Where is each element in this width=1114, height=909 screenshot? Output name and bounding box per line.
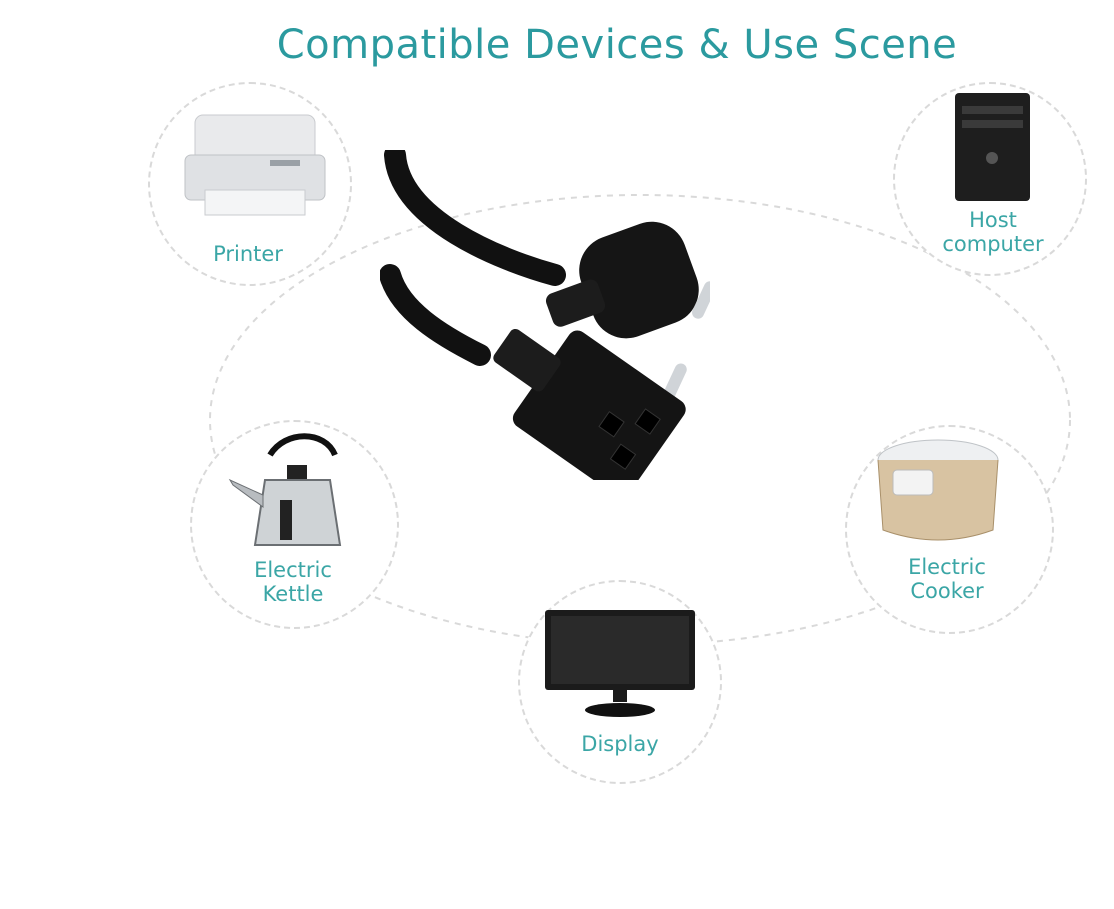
page-title: Compatible Devices & Use Scene (276, 22, 958, 68)
printer-icon (184, 114, 326, 216)
host-computer-label-line2: computer (942, 232, 1044, 256)
electric-cooker-label-line1: Electric (908, 555, 986, 579)
electric-cooker-label-line2: Cooker (910, 579, 984, 603)
host-computer-label: Host computer (928, 208, 1058, 256)
printer-label: Printer (213, 242, 283, 266)
electric-cooker-label: Electric Cooker (882, 555, 1012, 603)
rice-cooker-icon (877, 439, 999, 541)
display-label: Display (581, 732, 659, 756)
power-cord-icon (380, 150, 710, 480)
host-computer-label-line1: Host (969, 208, 1017, 232)
electric-kettle-label-line1: Electric (254, 558, 332, 582)
kettle-icon (228, 433, 342, 546)
pc-tower-icon (955, 93, 1030, 201)
electric-kettle-label: Electric Kettle (228, 558, 358, 606)
electric-kettle-label-line2: Kettle (262, 582, 324, 606)
monitor-icon (545, 610, 695, 717)
